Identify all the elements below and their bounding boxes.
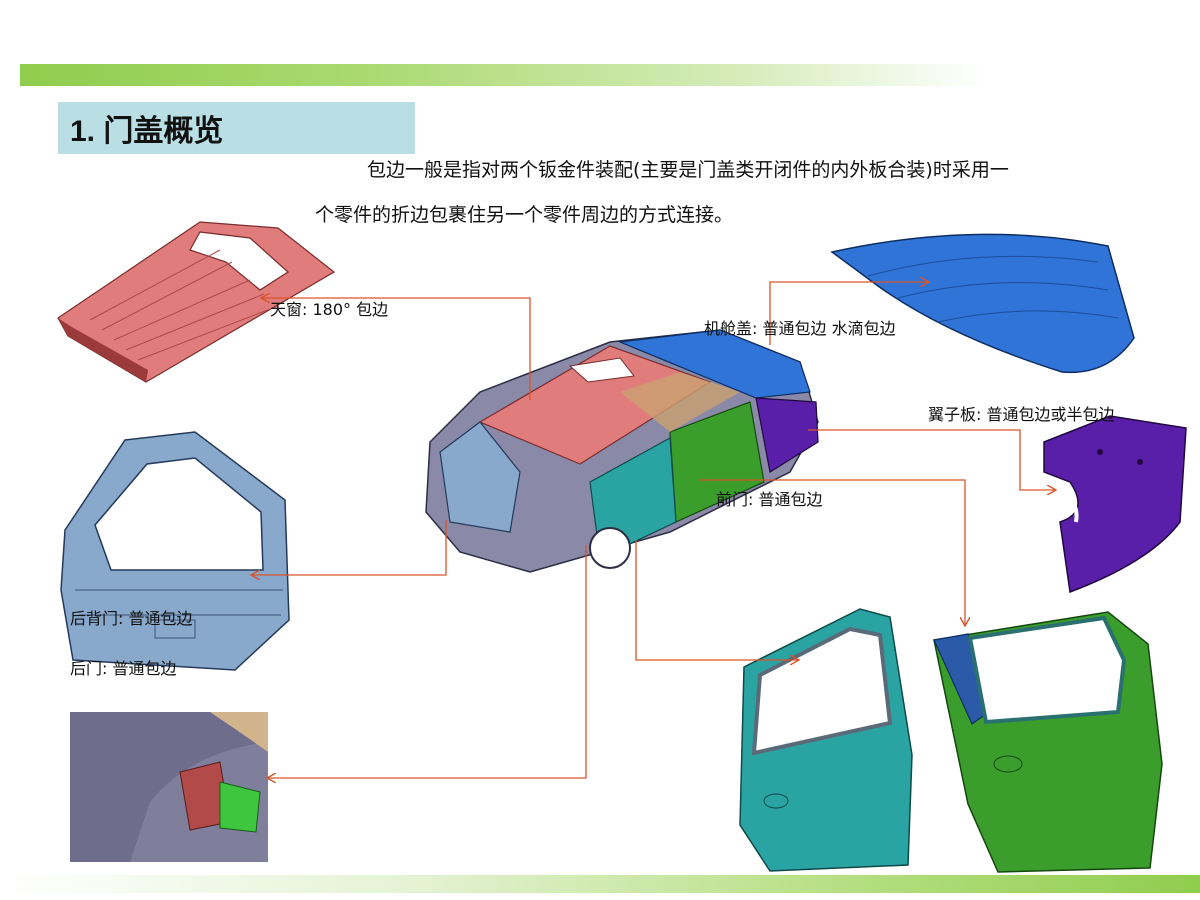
car-body-assembly-image <box>425 329 819 573</box>
section-title-box: 1. 门盖概览 <box>58 102 415 154</box>
hood-panel-image <box>830 233 1135 374</box>
callout-hood: 机舱盖: 普通包边 水滴包边 <box>704 319 896 338</box>
callout-fender: 翼子板: 普通包边或半包边 <box>928 405 1115 424</box>
rear-door-panel-image <box>739 608 913 872</box>
tailgate-panel-image <box>60 431 290 671</box>
page-title: 1. 门盖概览 <box>70 115 224 148</box>
callout-tailgate: 后背门: 普通包边 <box>70 609 193 628</box>
intro-text-line-2: 个零件的折边包裹住另一个零件周边的方式连接。 <box>315 204 734 226</box>
fender-panel-image <box>1043 415 1187 594</box>
callout-front-door: 前门: 普通包边 <box>716 490 823 509</box>
front-door-panel-image <box>933 611 1163 873</box>
intro-text-line-1: 包边一般是指对两个钣金件装配(主要是门盖类开闭件的内外板合装)时采用一 <box>367 159 1009 181</box>
sunroof-panel-image <box>57 221 336 383</box>
wheel-arch-detail-image <box>70 712 268 862</box>
bottom-accent-bar <box>0 875 1200 893</box>
callout-rear-door: 后门: 普通包边 <box>70 659 177 678</box>
callout-sunroof: 天窗: 180° 包边 <box>270 300 389 319</box>
top-accent-bar <box>20 64 985 86</box>
